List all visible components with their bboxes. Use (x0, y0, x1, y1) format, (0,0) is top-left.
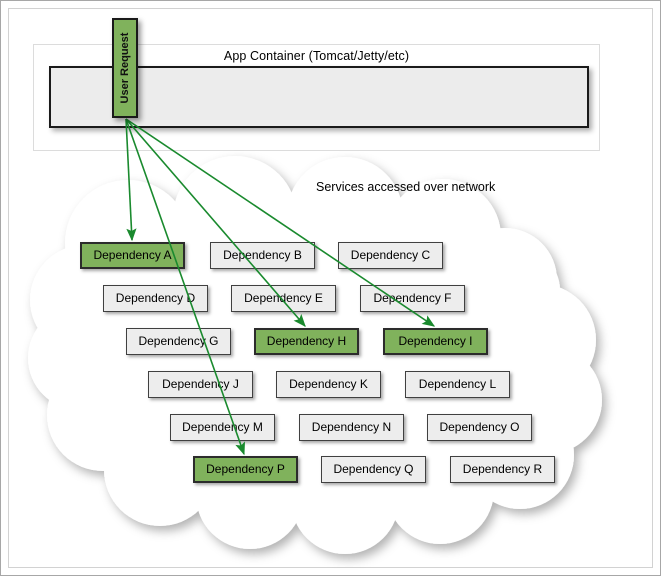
dependency-box[interactable]: Dependency G (126, 328, 231, 355)
app-container-title: App Container (Tomcat/Jetty/etc) (223, 49, 410, 63)
dependency-box[interactable]: Dependency F (360, 285, 465, 312)
app-container-inner-panel (49, 66, 589, 128)
dependency-box[interactable]: Dependency C (338, 242, 443, 269)
network-label: Services accessed over network (316, 180, 496, 194)
dependency-box[interactable]: Dependency L (405, 371, 510, 398)
dependency-box[interactable]: Dependency Q (321, 456, 426, 483)
dependency-box[interactable]: Dependency R (450, 456, 555, 483)
dependency-box[interactable]: Dependency O (427, 414, 532, 441)
cloud-body (28, 156, 602, 554)
dependency-box[interactable]: Dependency M (170, 414, 275, 441)
user-request-label: User Request (119, 32, 131, 104)
dependency-box[interactable]: Dependency P (193, 456, 298, 483)
dependency-box[interactable]: Dependency K (276, 371, 381, 398)
user-request-box[interactable]: User Request (112, 18, 138, 118)
dependency-box[interactable]: Dependency I (383, 328, 488, 355)
dependency-box[interactable]: Dependency E (231, 285, 336, 312)
dependency-box[interactable]: Dependency N (299, 414, 404, 441)
dependency-box[interactable]: Dependency H (254, 328, 359, 355)
dependency-box[interactable]: Dependency A (80, 242, 185, 269)
dependency-box[interactable]: Dependency B (210, 242, 315, 269)
dependency-box[interactable]: Dependency D (103, 285, 208, 312)
dependency-box[interactable]: Dependency J (148, 371, 253, 398)
